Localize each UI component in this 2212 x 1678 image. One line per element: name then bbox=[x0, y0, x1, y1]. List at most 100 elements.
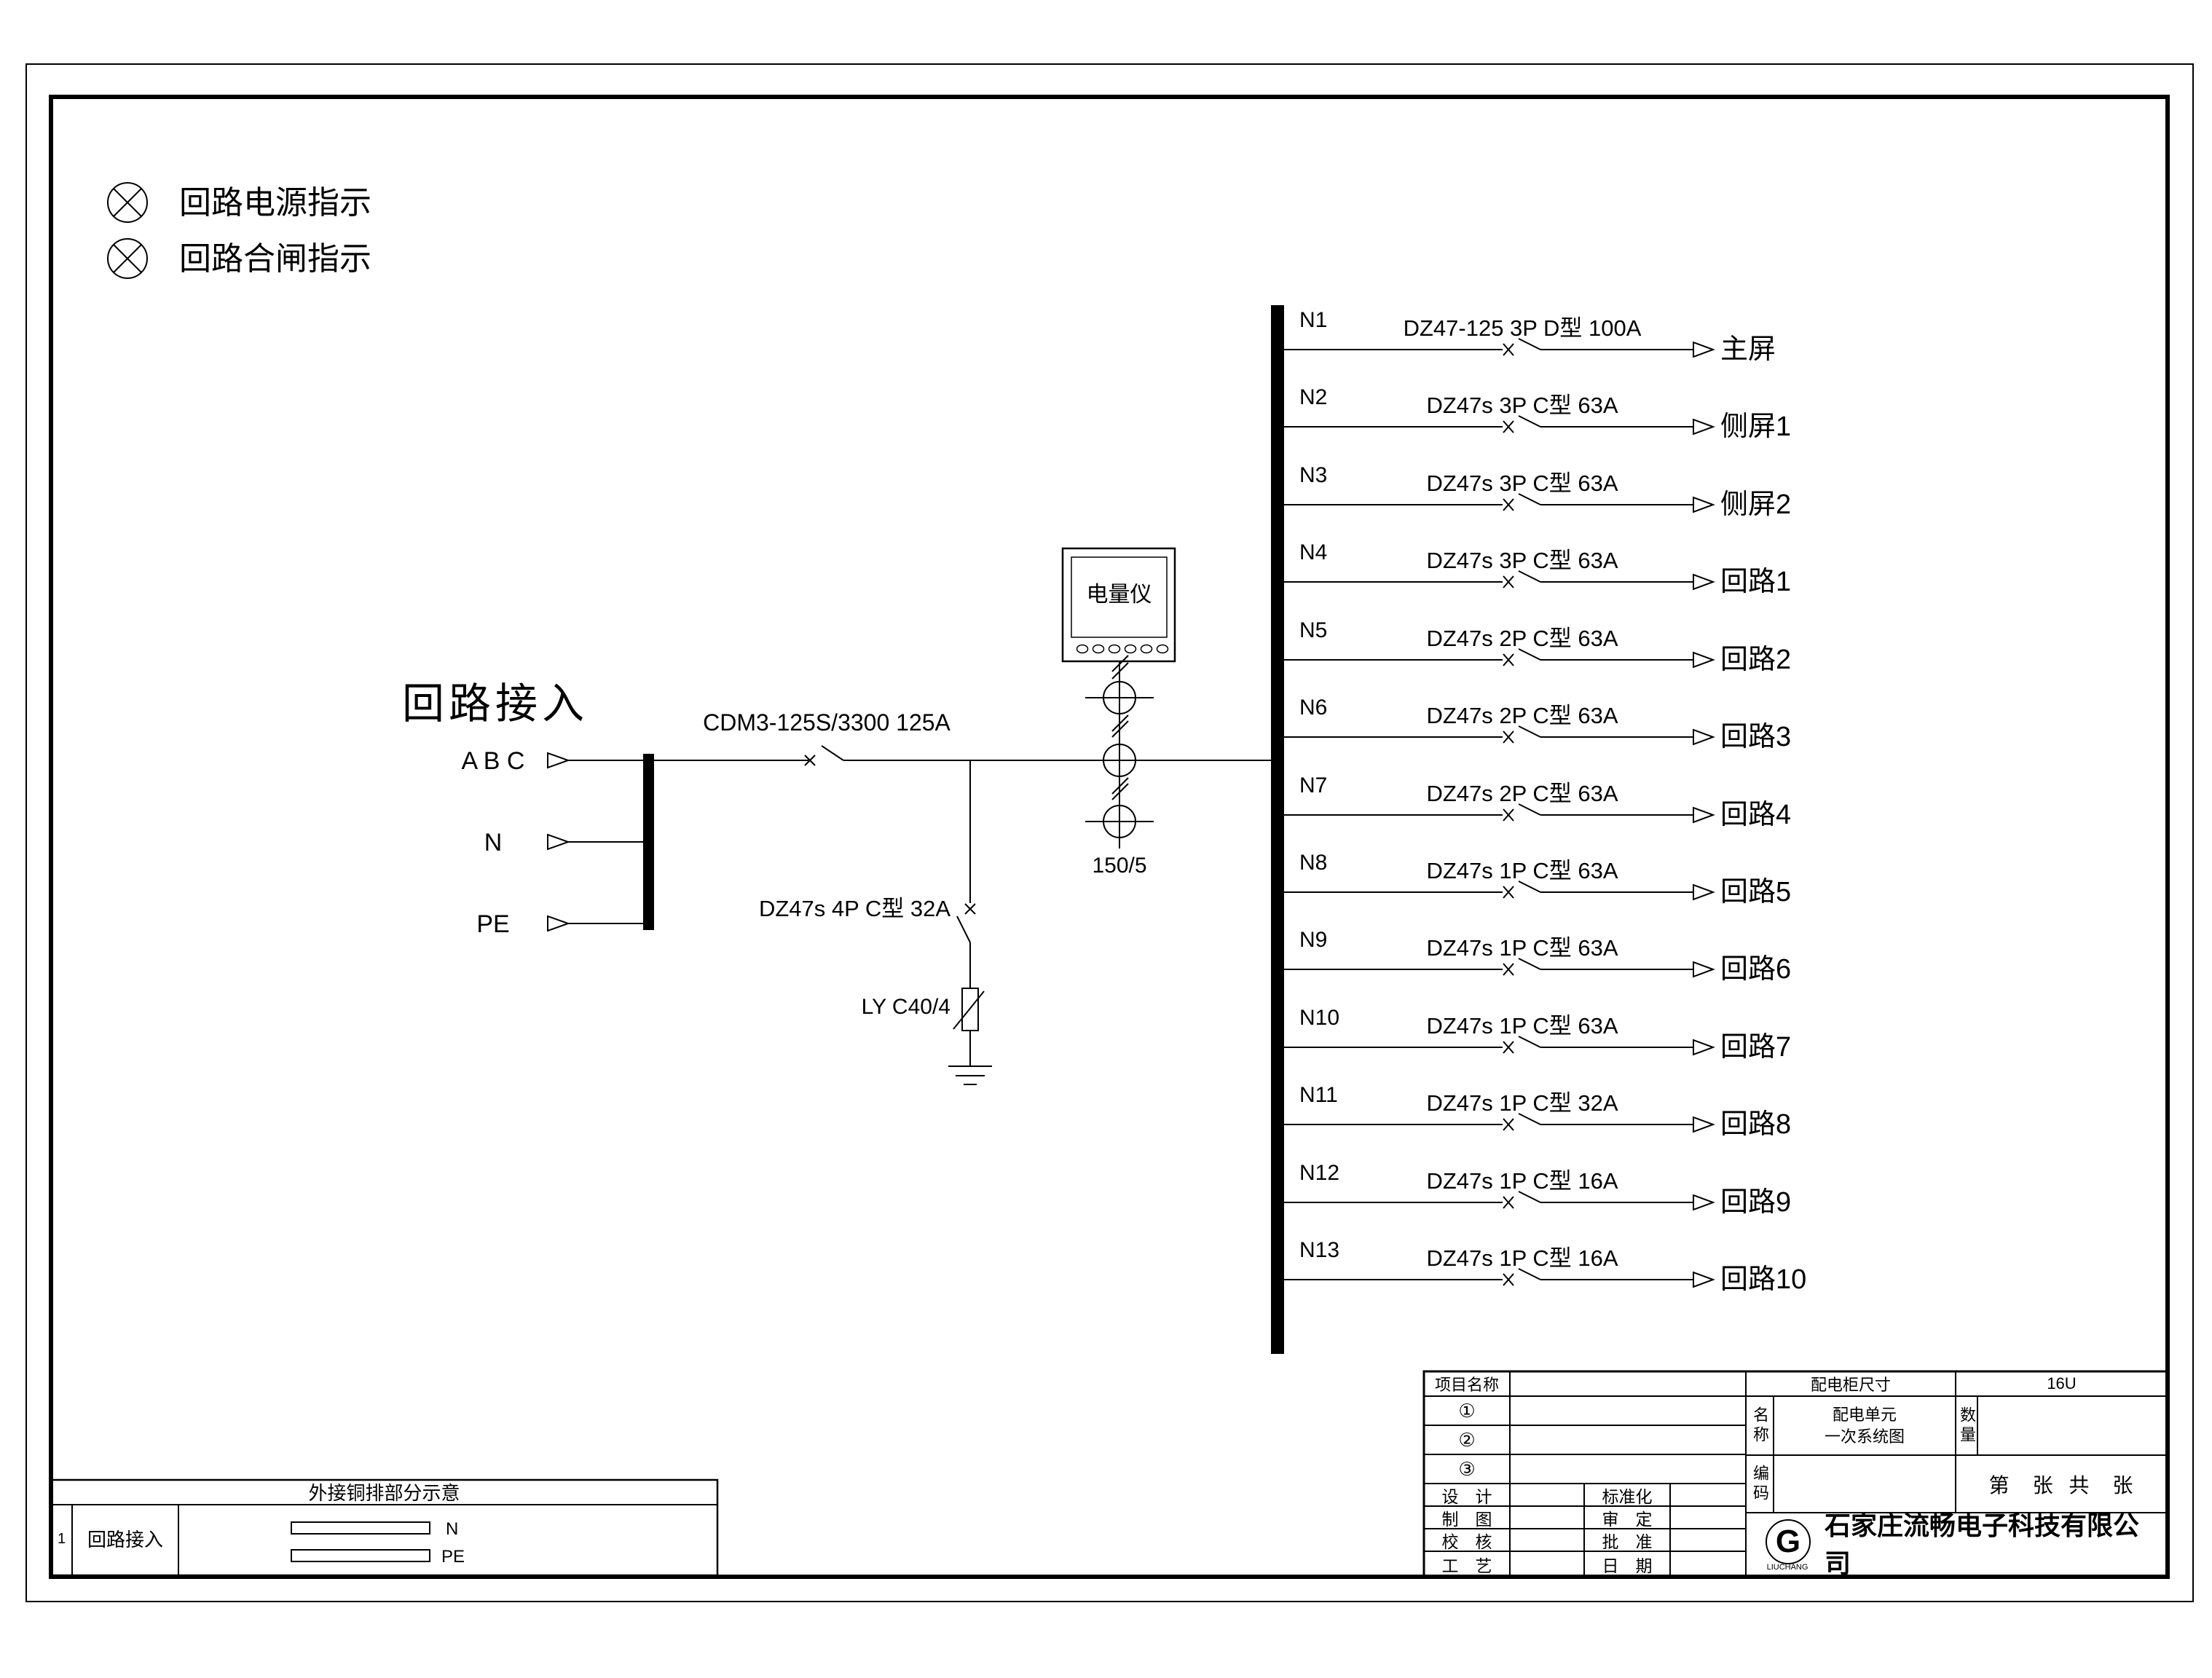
branch-spec-label: DZ47s 1P C型 32A bbox=[1426, 1090, 1618, 1116]
sub-row-3-label: ③ bbox=[1458, 1457, 1476, 1480]
branch-spec-label: DZ47s 3P C型 63A bbox=[1426, 470, 1618, 496]
branch-spec-label: DZ47s 1P C型 63A bbox=[1426, 858, 1618, 883]
branch-spec-label: DZ47s 3P C型 63A bbox=[1426, 393, 1618, 418]
branch-spec-label: DZ47s 1P C型 63A bbox=[1426, 1013, 1618, 1039]
role-design-label: 设 计 bbox=[1441, 1486, 1492, 1506]
power-meter-label: 电量仪 bbox=[1086, 583, 1152, 607]
branch-id-label: N5 bbox=[1299, 618, 1328, 642]
branch-id-label: N1 bbox=[1299, 308, 1328, 332]
input-arrow-abc bbox=[547, 752, 644, 769]
branch-id-label: N8 bbox=[1299, 851, 1328, 875]
branch-dest-label: 侧屏1 bbox=[1720, 411, 1792, 442]
branch-spec-label: DZ47s 3P C型 63A bbox=[1426, 548, 1618, 573]
branch-id-label: N3 bbox=[1299, 463, 1328, 487]
copper-bar-n-label: N bbox=[446, 1519, 459, 1539]
main-breaker-symbol bbox=[804, 745, 844, 766]
branch-spec-label: DZ47s 1P C型 16A bbox=[1426, 1245, 1618, 1271]
branch-dest-label: 回路1 bbox=[1720, 567, 1792, 597]
sheet-number-text: 第 张 共 张 bbox=[1988, 1473, 2135, 1497]
spd-breaker-label: DZ47s 4P C型 32A bbox=[758, 896, 950, 921]
name-label: 名称 bbox=[1751, 1406, 1769, 1446]
lamp-closed-label: 回路合闸指示 bbox=[179, 241, 371, 277]
branch-arrow-icon bbox=[1693, 496, 1715, 513]
branch-dest-label: 回路9 bbox=[1720, 1187, 1792, 1218]
branch-arrow-icon bbox=[1693, 1116, 1715, 1133]
branch-id-label: N11 bbox=[1299, 1083, 1338, 1107]
input-arrow-pe bbox=[547, 915, 644, 932]
incoming-title: 回路接入 bbox=[402, 680, 589, 728]
incoming-busbar bbox=[643, 754, 654, 930]
legend-row-label: 回路接入 bbox=[87, 1529, 163, 1551]
branch-dest-label: 主屏 bbox=[1720, 334, 1776, 365]
code-label: 编码 bbox=[1751, 1464, 1769, 1504]
company-logo-icon: G bbox=[1766, 1519, 1811, 1564]
branch-id-label: N7 bbox=[1299, 773, 1328, 797]
cabinet-size-value: 16U bbox=[2047, 1374, 2077, 1393]
branch-dest-label: 回路5 bbox=[1720, 877, 1792, 907]
drawing-name-line1: 配电单元 bbox=[1832, 1405, 1897, 1424]
cabinet-size-label: 配电柜尺寸 bbox=[1810, 1376, 1891, 1394]
branch-spec-label: DZ47s 2P C型 63A bbox=[1426, 781, 1618, 806]
role-standard-label: 标准化 bbox=[1602, 1486, 1653, 1506]
lamp-power-icon bbox=[107, 182, 148, 223]
branch-arrow-icon bbox=[1693, 1039, 1715, 1056]
outer-border bbox=[25, 63, 2194, 1602]
branch-id-label: N4 bbox=[1299, 540, 1328, 564]
branch-spec-label: DZ47s 1P C型 16A bbox=[1426, 1168, 1618, 1194]
title-block-lines bbox=[1422, 1370, 2169, 1578]
spd-device-label: LY C40/4 bbox=[861, 995, 950, 1019]
ct-ratio-label: 150/5 bbox=[1092, 854, 1147, 878]
branch-spec-label: DZ47s 2P C型 63A bbox=[1426, 626, 1618, 651]
branch-spec-label: DZ47s 2P C型 63A bbox=[1426, 703, 1618, 728]
input-arrow-n bbox=[547, 833, 644, 851]
company-logo-letter: G bbox=[1775, 1524, 1801, 1559]
branch-dest-label: 回路4 bbox=[1720, 800, 1792, 830]
distribution-busbar bbox=[1271, 305, 1284, 1354]
branch-arrow-icon bbox=[1693, 418, 1715, 436]
role-draft-label: 制 图 bbox=[1441, 1509, 1492, 1529]
branch-dest-label: 回路2 bbox=[1720, 645, 1792, 675]
role-check-label: 校 核 bbox=[1441, 1532, 1492, 1551]
legend-row-number: 1 bbox=[57, 1531, 66, 1547]
legend-table-title: 外接铜排部分示意 bbox=[308, 1482, 460, 1504]
branch-arrow-icon bbox=[1693, 1271, 1715, 1288]
inner-border bbox=[49, 95, 2170, 1579]
spd-branch bbox=[948, 760, 992, 1085]
sub-row-1-label: ① bbox=[1458, 1399, 1476, 1422]
wire-tick-marks bbox=[1111, 655, 1129, 800]
branch-dest-label: 回路10 bbox=[1720, 1264, 1807, 1295]
branch-arrow-icon bbox=[1693, 806, 1715, 824]
branch-dest-label: 回路3 bbox=[1720, 722, 1792, 752]
sub-row-2-label: ② bbox=[1458, 1428, 1476, 1451]
branch-dest-label: 回路6 bbox=[1720, 954, 1792, 985]
branch-arrow-icon bbox=[1693, 883, 1715, 901]
copper-bar-pe-label: PE bbox=[441, 1547, 465, 1567]
input-label-pe: PE bbox=[476, 910, 510, 938]
branch-id-label: N6 bbox=[1299, 696, 1328, 720]
branch-dest-label: 侧屏2 bbox=[1720, 489, 1792, 520]
drawing-name-line2: 一次系统图 bbox=[1824, 1427, 1905, 1446]
branch-id-label: N13 bbox=[1299, 1238, 1340, 1262]
role-process-label: 工 艺 bbox=[1441, 1556, 1492, 1575]
branch-id-label: N2 bbox=[1299, 385, 1328, 409]
drawing-name-value: 配电单元 一次系统图 bbox=[1774, 1396, 1956, 1455]
copper-bar-n-icon bbox=[291, 1521, 430, 1535]
ct-icons bbox=[1085, 681, 1154, 838]
qty-label: 数量 bbox=[1958, 1406, 1976, 1446]
branch-arrow-icon bbox=[1693, 1194, 1715, 1211]
branch-spec-label: DZ47s 1P C型 63A bbox=[1426, 935, 1618, 961]
lamp-power-label: 回路电源指示 bbox=[179, 185, 371, 221]
project-name-label: 项目名称 bbox=[1434, 1376, 1499, 1394]
branch-arrow-icon bbox=[1693, 728, 1715, 746]
branch-arrow-icon bbox=[1693, 961, 1715, 978]
legend-table-lines bbox=[50, 1478, 719, 1577]
ground-icon bbox=[948, 1066, 992, 1085]
branch-id-label: N9 bbox=[1299, 928, 1328, 952]
branch-arrow-icon bbox=[1693, 573, 1715, 591]
input-label-n: N bbox=[484, 829, 503, 856]
branch-id-label: N12 bbox=[1299, 1161, 1340, 1185]
company-name: 石家庄流畅电子科技有限公司 bbox=[1825, 1510, 2140, 1578]
